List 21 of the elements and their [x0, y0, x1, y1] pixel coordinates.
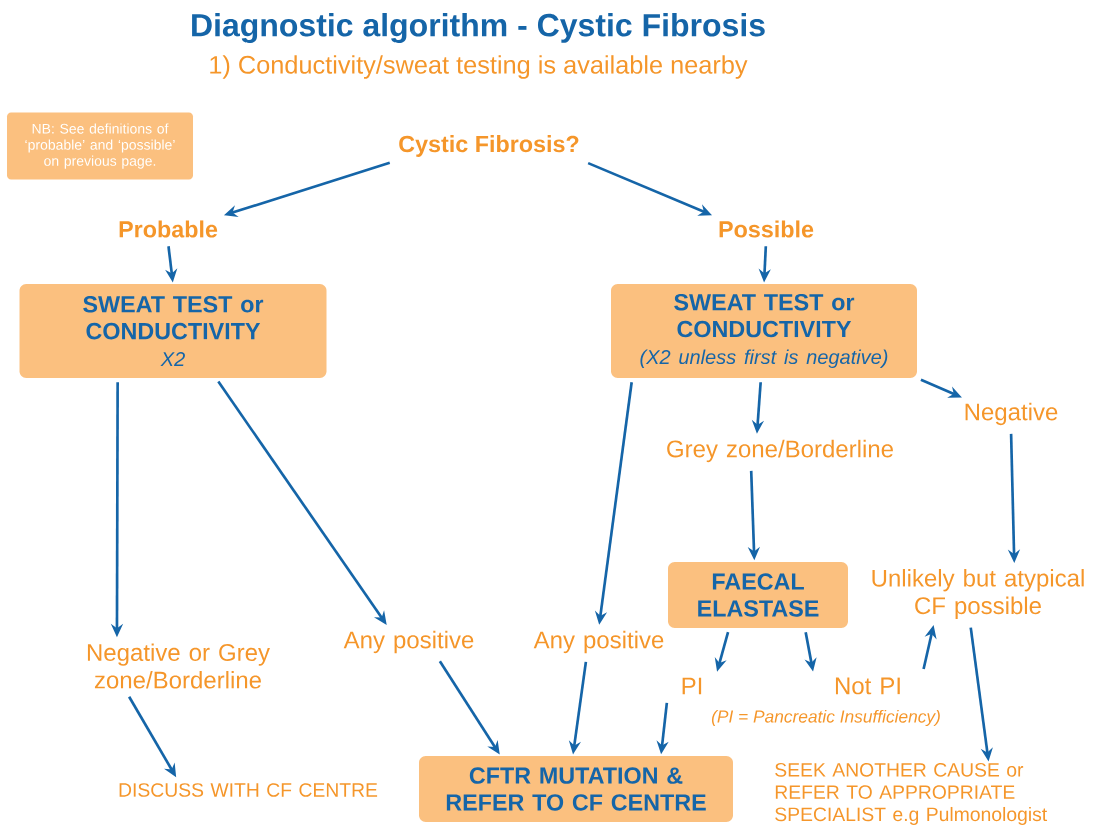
process-box: CFTR MUTATION & REFER TO CF CENTRE	[419, 756, 733, 822]
outcome-text: Not PI	[835, 677, 900, 695]
note-box: NB: See definitions of ‘probable’ and ‘possible’ on previous page.	[7, 112, 193, 180]
process-box: FAECAL ELASTASE	[668, 562, 848, 628]
outcome-text: PI	[682, 677, 702, 695]
question-text: Possible	[719, 220, 814, 238]
outcome-text: Negative	[965, 402, 1058, 426]
outcome-text: Any positive	[343, 630, 474, 654]
outcome-text: Any positive	[533, 630, 664, 654]
note-text: (PI = Pancreatic Insufficiency)	[711, 709, 940, 727]
process-box: SWEAT TEST or CONDUCTIVITY X2	[19, 284, 327, 378]
title: Diagnostic algorithm - Cystic Fibrosis	[192, 13, 765, 43]
outcome-text: Unlikely but atypical CF possible	[872, 569, 1084, 619]
outcome-text: DISCUSS WITH CF CENTRE	[119, 783, 378, 797]
outcome-text: SEEK ANOTHER CAUSE or REFER TO APPROPRIATE SPECIALIST e.g Pulmonologist	[775, 763, 1048, 825]
process-box: SWEAT TEST or CONDUCTIVITY (X2 unless first is negative)	[611, 284, 917, 378]
outcome-text: Negative or Grey zone/Borderline	[87, 643, 270, 689]
subtitle: 1) Conductivity/sweat testing is available nearby	[210, 55, 748, 79]
question-text: Cystic Fibrosis?	[399, 135, 579, 157]
outcome-text: Grey zone/Borderline	[667, 439, 893, 463]
question-text: Probable	[119, 220, 218, 238]
